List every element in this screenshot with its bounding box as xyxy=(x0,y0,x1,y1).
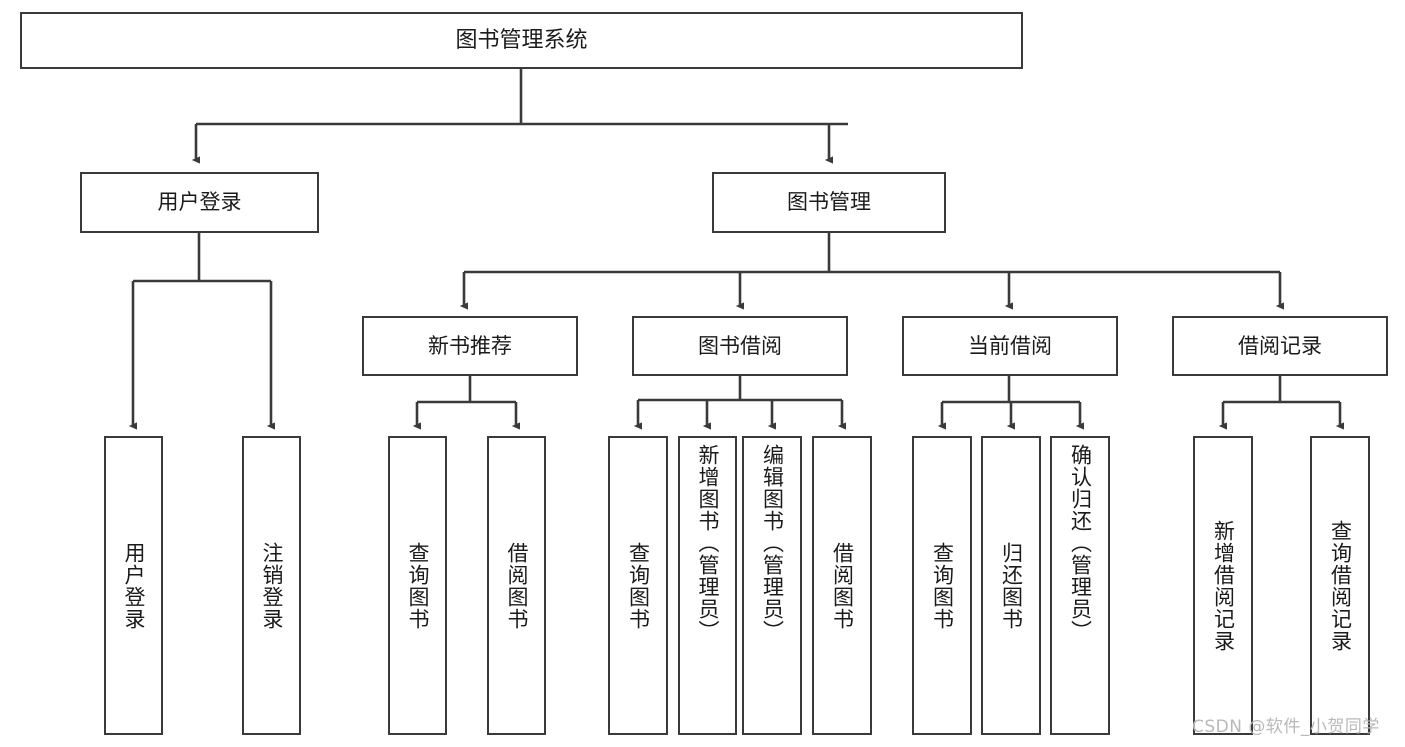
node-label: 新书推荐 xyxy=(428,333,512,358)
node-borrow-record[interactable]: 借阅记录 xyxy=(1172,316,1388,376)
node-label: 借阅图书 xyxy=(830,541,855,630)
node-leaf-borrow-book-1[interactable]: 借阅图书 xyxy=(487,436,546,735)
csdn-watermark: CSDN @软件_小贺同学 xyxy=(1192,717,1380,737)
node-label: 当前借阅 xyxy=(968,333,1052,358)
node-leaf-confirm-return[interactable]: 确认归还（管理员） xyxy=(1050,436,1110,735)
node-leaf-query-borrow-record[interactable]: 查询借阅记录 xyxy=(1310,436,1370,735)
node-book-management[interactable]: 图书管理 xyxy=(712,172,946,233)
node-book-borrow[interactable]: 图书借阅 xyxy=(632,316,848,376)
node-leaf-query-book-1[interactable]: 查询图书 xyxy=(388,436,447,735)
node-label: 用户登录 xyxy=(122,541,146,630)
node-leaf-query-book-3[interactable]: 查询图书 xyxy=(912,436,972,735)
node-label: 图书管理 xyxy=(787,190,871,215)
node-label: 图书借阅 xyxy=(698,333,782,358)
node-leaf-add-book[interactable]: 新增图书（管理员） xyxy=(678,436,737,735)
node-label: 查询图书 xyxy=(406,541,430,630)
node-current-borrow[interactable]: 当前借阅 xyxy=(902,316,1118,376)
node-root-system[interactable]: 图书管理系统 xyxy=(20,12,1023,69)
node-leaf-user-login[interactable]: 用户登录 xyxy=(104,436,163,735)
node-leaf-edit-book[interactable]: 编辑图书（管理员） xyxy=(742,436,802,735)
node-leaf-logout-login[interactable]: 注销登录 xyxy=(242,436,301,735)
node-label: 借阅记录 xyxy=(1238,333,1322,358)
node-label: 新增图书（管理员） xyxy=(696,444,720,642)
node-label: 确认归还（管理员） xyxy=(1068,444,1093,642)
node-user-login[interactable]: 用户登录 xyxy=(80,172,319,233)
node-leaf-borrow-book-2[interactable]: 借阅图书 xyxy=(812,436,872,735)
node-label: 查询图书 xyxy=(626,541,651,630)
node-label: 查询图书 xyxy=(930,541,955,630)
node-label: 归还图书 xyxy=(999,541,1024,630)
node-label: 新增借阅记录 xyxy=(1211,519,1236,652)
node-label: 注销登录 xyxy=(260,541,284,630)
node-leaf-return-book[interactable]: 归还图书 xyxy=(981,436,1041,735)
node-label: 用户登录 xyxy=(157,190,242,215)
node-label: 查询借阅记录 xyxy=(1328,519,1353,652)
node-leaf-add-borrow-record[interactable]: 新增借阅记录 xyxy=(1193,436,1253,735)
node-new-book-recommend[interactable]: 新书推荐 xyxy=(362,316,578,376)
node-label: 编辑图书（管理员） xyxy=(760,444,785,642)
node-label: 图书管理系统 xyxy=(455,27,588,53)
node-label: 借阅图书 xyxy=(505,541,529,630)
node-leaf-query-book-2[interactable]: 查询图书 xyxy=(608,436,668,735)
